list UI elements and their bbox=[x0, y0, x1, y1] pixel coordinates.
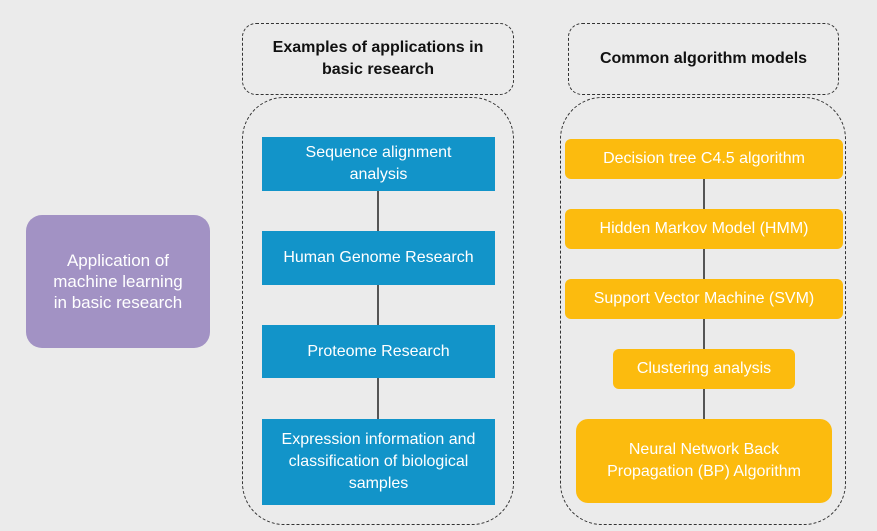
right-item-clustering: Clustering analysis bbox=[613, 349, 795, 389]
left-item-label: Human Genome Research bbox=[283, 249, 474, 266]
left-connector-3 bbox=[377, 378, 379, 419]
center-node-label: Application of machine learning in basic… bbox=[53, 251, 183, 312]
right-item-decision-tree: Decision tree C4.5 algorithm bbox=[565, 139, 843, 179]
right-item-label: Clustering analysis bbox=[636, 360, 772, 377]
right-item-label: Decision tree C4.5 algorithm bbox=[603, 150, 805, 167]
right-column-header: Common algorithm models bbox=[568, 23, 839, 95]
right-column-header-text: Common algorithm models bbox=[599, 50, 808, 67]
left-item-human-genome: Human Genome Research bbox=[262, 231, 495, 285]
right-item-label: Support Vector Machine (SVM) bbox=[593, 290, 815, 307]
right-item-neural-network-bp: Neural Network Back Propagation (BP) Alg… bbox=[576, 419, 832, 503]
left-item-sequence-alignment: Sequence alignment analysis bbox=[262, 137, 495, 191]
right-item-label: Neural Network Back Propagation (BP) Alg… bbox=[607, 441, 801, 480]
center-node: Application of machine learning in basic… bbox=[26, 215, 210, 348]
right-connector-3 bbox=[703, 319, 705, 349]
left-item-expression-classification: Expression information and classificatio… bbox=[262, 419, 495, 505]
right-column-group bbox=[560, 97, 846, 525]
right-item-svm: Support Vector Machine (SVM) bbox=[565, 279, 843, 319]
left-item-label: Sequence alignment analysis bbox=[305, 144, 452, 183]
left-item-label: Proteome Research bbox=[307, 342, 450, 360]
left-item-proteome: Proteome Research bbox=[262, 325, 495, 378]
right-connector-4 bbox=[703, 389, 705, 419]
right-connector-1 bbox=[703, 179, 705, 209]
left-column-group bbox=[242, 97, 514, 525]
right-item-label: Hidden Markov Model (HMM) bbox=[599, 220, 809, 237]
right-connector-2 bbox=[703, 249, 705, 279]
right-item-hmm: Hidden Markov Model (HMM) bbox=[565, 209, 843, 249]
left-item-label: Expression information and classificatio… bbox=[281, 431, 476, 492]
left-column-header-text: Examples of applications in basic resear… bbox=[272, 39, 484, 78]
left-connector-2 bbox=[377, 285, 379, 325]
left-column-header: Examples of applications in basic resear… bbox=[242, 23, 514, 95]
left-connector-1 bbox=[377, 191, 379, 231]
